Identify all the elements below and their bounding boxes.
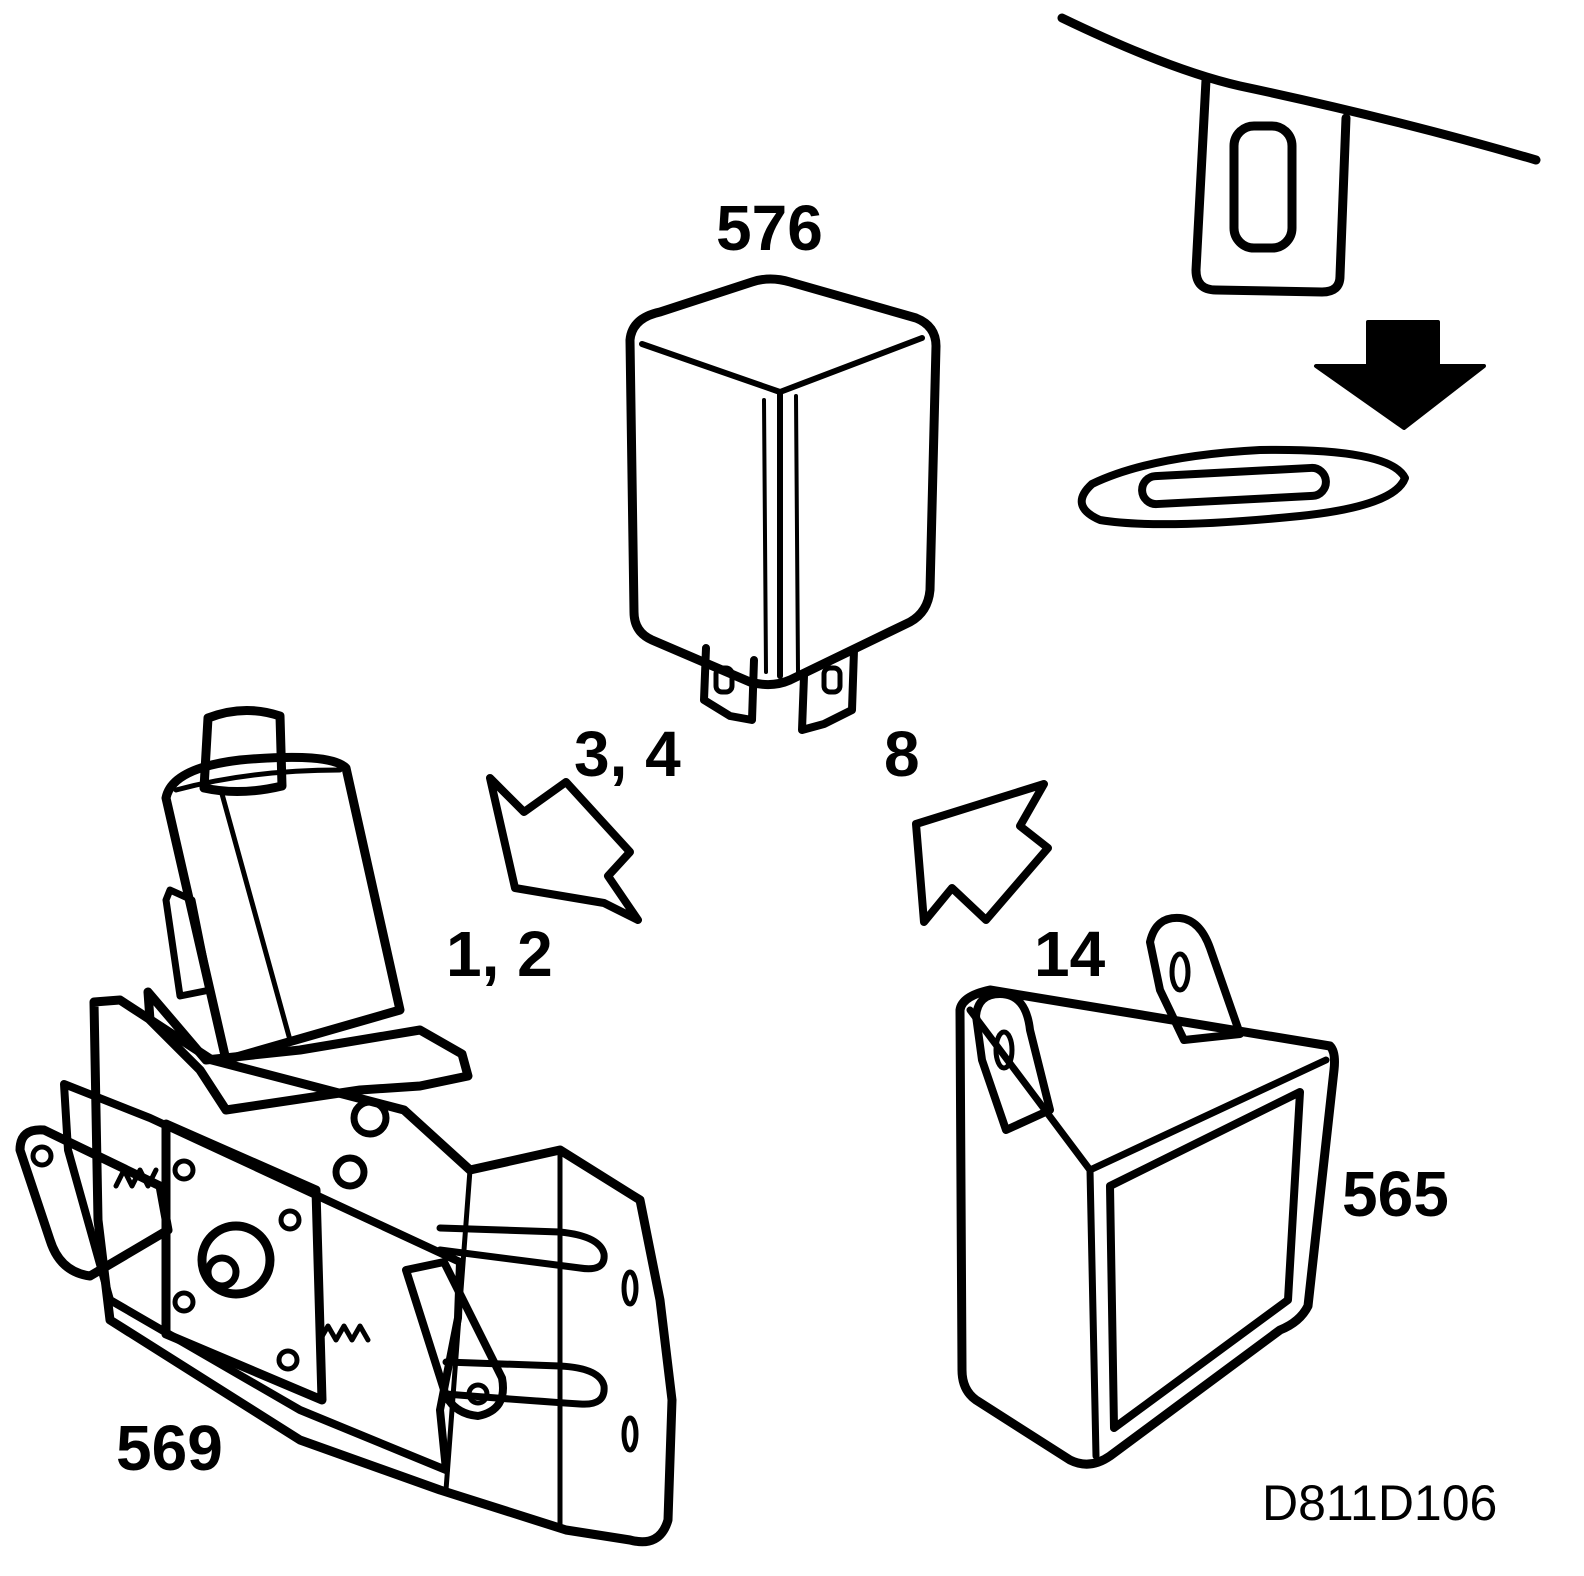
gear-boss xyxy=(197,1221,275,1299)
module-tab-right xyxy=(1146,913,1244,1044)
relay-576 xyxy=(625,274,941,734)
gear-screw-2 xyxy=(278,1208,302,1232)
relay-part-number: 576 xyxy=(716,192,823,264)
relay-step-numbers-left: 3, 4 xyxy=(574,718,681,790)
gear-screw-4 xyxy=(276,1348,300,1372)
lever-pivot xyxy=(30,1144,54,1168)
relay-pin-left xyxy=(700,644,758,724)
gear-shaft xyxy=(204,1254,240,1290)
mounting-clip xyxy=(1191,75,1351,297)
module-face-panel xyxy=(1106,1088,1304,1432)
clip-slot xyxy=(1229,121,1297,253)
gear-screw-1 xyxy=(172,1158,196,1182)
actuator-part-number: 569 xyxy=(116,1412,223,1484)
bracket-fold-line xyxy=(443,1147,563,1533)
module-step-numbers: 14 xyxy=(1034,918,1106,990)
module-tab-right-hole xyxy=(1169,951,1191,993)
bracket-hole-upper xyxy=(621,1269,639,1307)
gear-screw-3 xyxy=(172,1290,196,1314)
module-tab-left-hole xyxy=(993,1029,1015,1071)
upper-pivot xyxy=(350,1098,390,1138)
gear-plate xyxy=(161,1119,327,1405)
panel-mount-detail xyxy=(1057,13,1541,529)
bracket-hole-lower xyxy=(621,1415,639,1453)
relay-step-numbers-right: 8 xyxy=(884,718,920,790)
motor-body-edge xyxy=(173,767,343,1043)
mid-pivot xyxy=(332,1154,368,1190)
relay-top-edge xyxy=(639,335,925,395)
motor-shaft xyxy=(199,705,287,797)
relay-outline xyxy=(625,274,941,690)
bracket-base xyxy=(89,995,677,1547)
panel-edge xyxy=(1057,13,1541,165)
motor-body xyxy=(161,752,405,1065)
install-arrow-icon xyxy=(1314,320,1486,430)
removal-arrow-left-icon xyxy=(486,774,642,924)
figure-code: D811D106 xyxy=(1262,1475,1498,1531)
motor-connector xyxy=(162,886,214,1000)
module-body xyxy=(955,985,1339,1469)
rack-teeth xyxy=(113,1167,371,1343)
module-tab-left xyxy=(972,990,1054,1134)
panel-slot-opening xyxy=(1138,463,1330,509)
relay-pin-left-hole xyxy=(713,665,735,695)
actuator-step-numbers: 1, 2 xyxy=(446,918,553,990)
relay-pin-right xyxy=(798,646,858,734)
relay-inner-edge xyxy=(762,394,800,674)
module-part-number: 565 xyxy=(1342,1158,1449,1230)
relay-pin-right-hole xyxy=(821,665,843,695)
module-corner-edge xyxy=(1086,1166,1100,1460)
linkage-pivot xyxy=(466,1382,490,1406)
bracket-rail-top xyxy=(436,1224,608,1273)
control-module-565 xyxy=(955,913,1339,1469)
linkage-arm xyxy=(402,1258,507,1420)
motor-collar xyxy=(143,987,473,1115)
actuator-569 xyxy=(15,705,677,1547)
removal-arrow-right-icon xyxy=(912,780,1052,926)
panel-slot xyxy=(1077,445,1409,529)
